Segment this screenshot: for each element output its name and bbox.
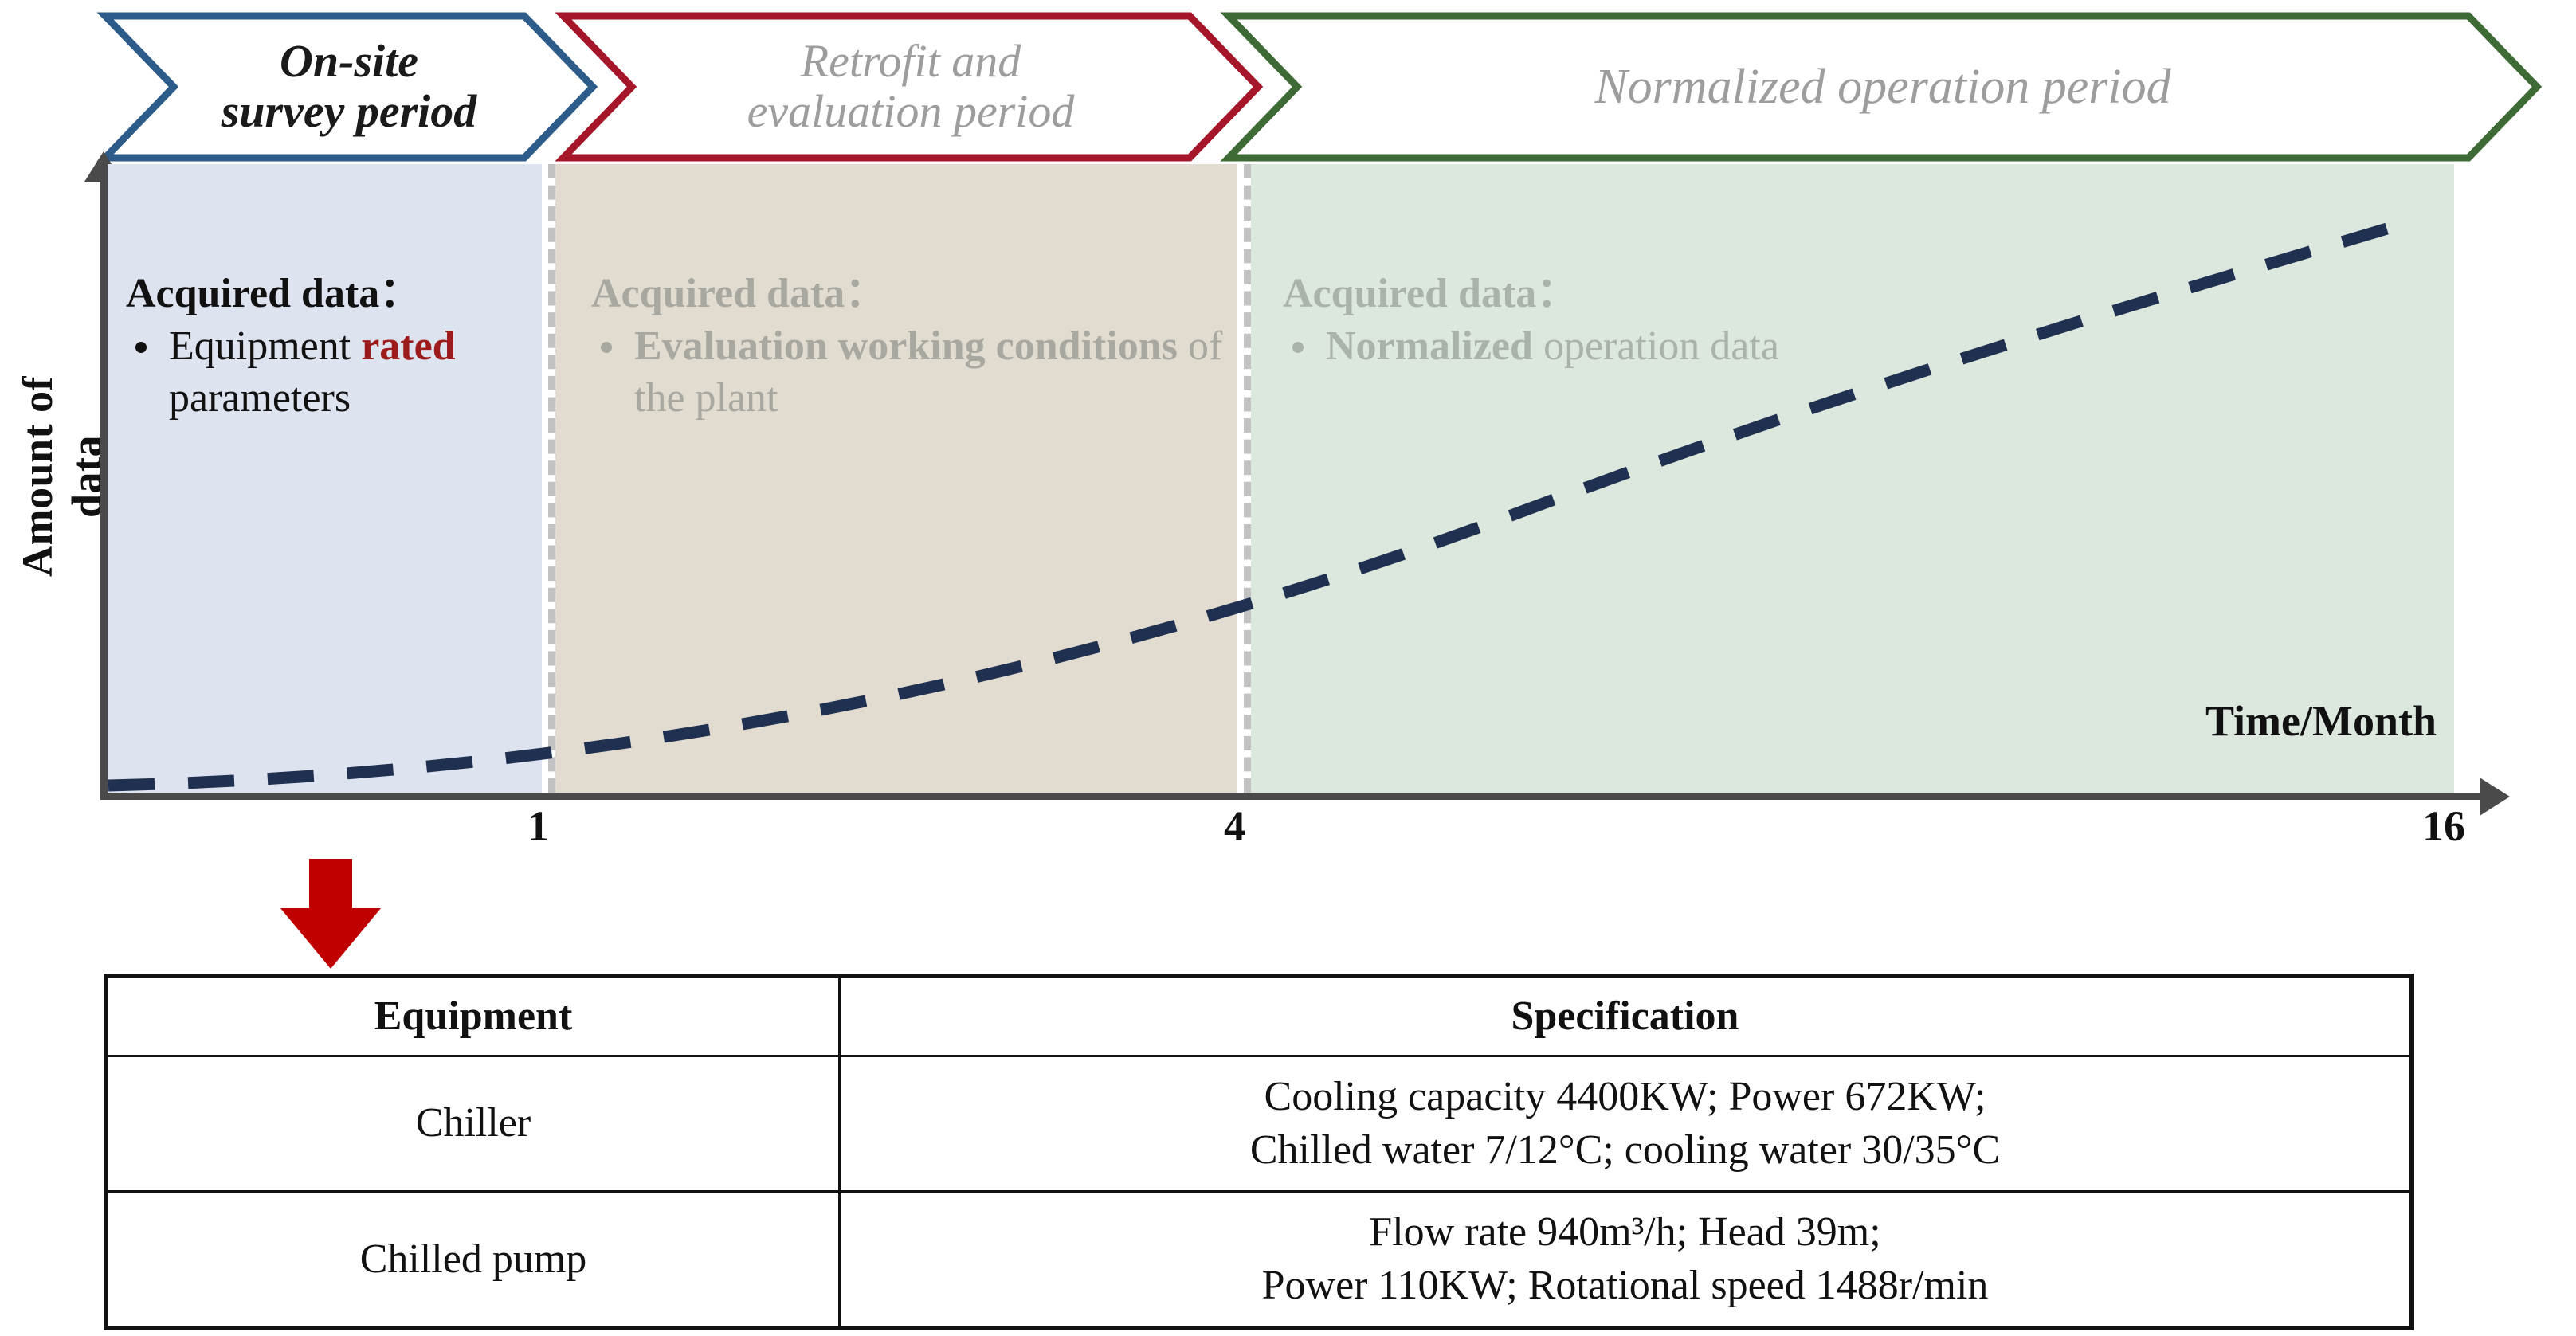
band-retrofit-evaluation — [555, 164, 1237, 793]
band-normalized-operation — [1251, 164, 2454, 793]
spec-line-2: Power 110KW; Rotational speed 1488r/min — [1261, 1263, 1989, 1309]
red-down-arrow-icon — [280, 859, 381, 969]
table-row: Chilled pump Flow rate 940m³/h; Head 39m… — [104, 1189, 2413, 1330]
cell-specification: Cooling capacity 4400KW; Power 672KW; Ch… — [838, 1054, 2413, 1193]
list-item: Equipment rated parameters — [126, 320, 540, 425]
cell-specification: Flow rate 940m³/h; Head 39m; Power 110KW… — [838, 1189, 2413, 1330]
table-header-row: Equipment Specification — [104, 974, 2413, 1057]
band-divider-2 — [1244, 164, 1251, 793]
spec-line-2: Chilled water 7/12°C; cooling water 30/3… — [1249, 1127, 2001, 1173]
list-item: Normalized operation data — [1283, 320, 2239, 373]
annotation-text-bold: Evaluation working conditions — [634, 323, 1178, 369]
y-axis-line — [100, 177, 108, 798]
x-axis-arrow-icon — [2480, 778, 2510, 816]
annotation-block-retrofit-evaluation: Acquired data： Evaluation working condit… — [591, 268, 1229, 425]
x-tick-4: 4 — [1224, 802, 1245, 850]
annotation-block-normalized-operation: Acquired data： Normalized operation data — [1283, 268, 2239, 372]
annotation-text-rest: operation data — [1543, 323, 1779, 369]
annotation-text-pre: Equipment — [169, 323, 351, 369]
y-axis-label: Amount of data — [14, 376, 111, 578]
cell-equipment: Chilled pump — [104, 1189, 841, 1330]
annotation-heading: Acquired data： — [591, 271, 887, 316]
annotation-text-post: parameters — [169, 375, 351, 421]
annotation-list: Normalized operation data — [1283, 320, 2239, 373]
chevron-shape-icon — [96, 12, 598, 162]
data-growth-chart: Amount of data 1 4 16 Time/Month Acquire… — [0, 151, 2576, 881]
phase-chevron-normalized-operation[interactable]: Normalized operation period — [1220, 12, 2543, 162]
chevron-shape-icon — [555, 12, 1264, 162]
column-header-specification: Specification — [838, 974, 2413, 1057]
annotation-block-on-site-survey: Acquired data： Equipment rated parameter… — [126, 268, 540, 425]
annotation-text-bold: Normalized — [1326, 323, 1533, 369]
x-tick-16: 16 — [2422, 802, 2465, 850]
spec-line-1: Flow rate 940m³/h; Head 39m; — [1369, 1209, 1881, 1255]
annotation-text-highlight: rated — [361, 323, 456, 369]
equipment-specification-table: Equipment Specification Chiller Cooling … — [104, 974, 2414, 1330]
chevron-shape-icon — [1220, 12, 2543, 162]
list-item: Evaluation working conditions of the pla… — [591, 320, 1229, 425]
annotation-list: Evaluation working conditions of the pla… — [591, 320, 1229, 425]
annotation-list: Equipment rated parameters — [126, 320, 540, 425]
data-growth-curve — [108, 220, 2398, 792]
band-divider-1 — [548, 164, 555, 793]
x-axis-line — [100, 793, 2483, 800]
annotation-heading: Acquired data： — [1283, 271, 1578, 316]
annotation-text-rest: of the plant — [634, 323, 1223, 421]
cell-equipment: Chiller — [104, 1054, 841, 1193]
phase-banner: On-site survey period Retrofit and evalu… — [96, 12, 2543, 162]
band-on-site-survey — [108, 164, 542, 793]
phase-chevron-retrofit-evaluation[interactable]: Retrofit and evaluation period — [555, 12, 1264, 162]
x-axis-label: Time/Month — [2205, 697, 2437, 745]
table-row: Chiller Cooling capacity 4400KW; Power 6… — [104, 1054, 2413, 1193]
annotation-heading: Acquired data： — [126, 271, 421, 316]
spec-line-1: Cooling capacity 4400KW; Power 672KW; — [1264, 1073, 1986, 1119]
x-tick-1: 1 — [527, 802, 549, 850]
phase-chevron-on-site-survey[interactable]: On-site survey period — [96, 12, 598, 162]
column-header-equipment: Equipment — [104, 974, 841, 1057]
